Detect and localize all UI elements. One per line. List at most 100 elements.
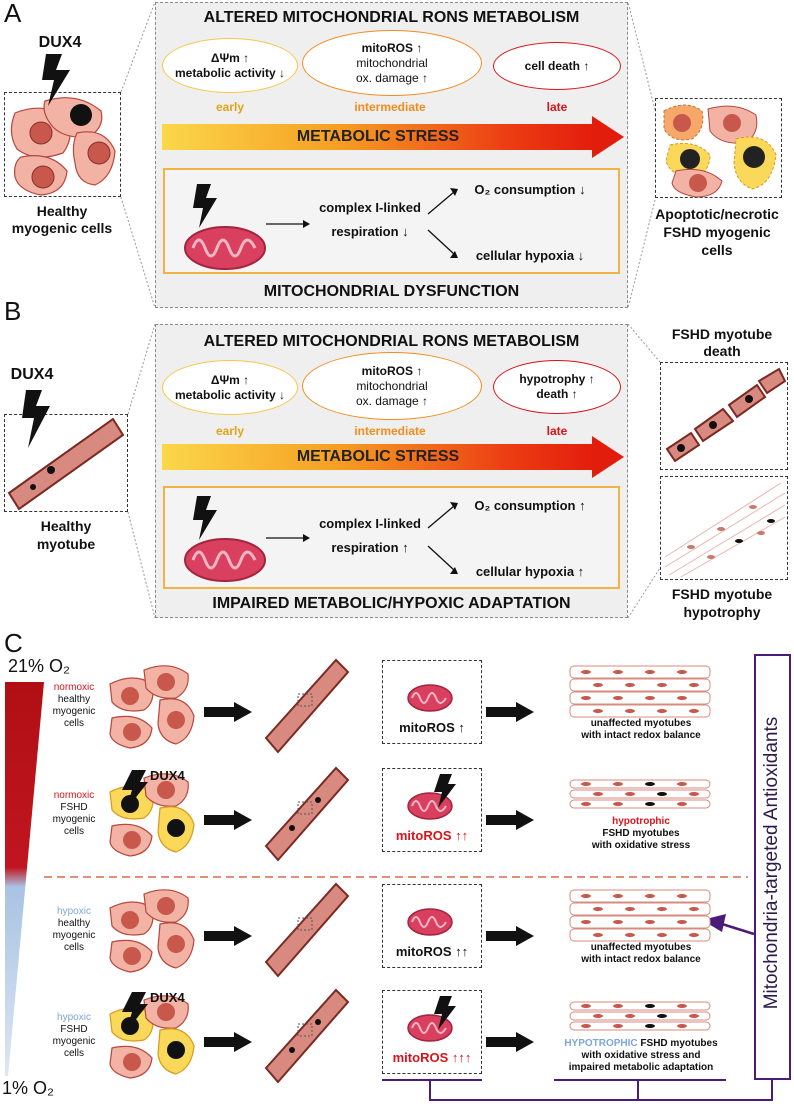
- row-3-outcome-l1: FSHD myotubes: [637, 1038, 718, 1049]
- metabolic-stress-label-a: METABOLIC STRESS: [296, 128, 460, 145]
- row-0-arrow-1: [204, 702, 252, 722]
- row-1-outcome-l1: FSHD myotubes: [602, 828, 680, 839]
- row-2-l3: myogenic: [52, 930, 96, 941]
- early-ellipse-b: ΔΨm ↑ metabolic activity ↓: [162, 360, 298, 415]
- row-1-mitochondrion-icon: [407, 774, 456, 820]
- row-3-l4: cells: [63, 1048, 84, 1059]
- row-3-myotube: [264, 988, 350, 1084]
- row-1-outcome-myotubes: [569, 779, 711, 809]
- ellipse-b2-l2: mitochondrial: [356, 378, 428, 393]
- mitochondrion-icon-b: [184, 496, 266, 582]
- row-0-mitochondrion-icon: [407, 684, 453, 712]
- stage-early-b: early: [215, 424, 245, 438]
- row-0-mitoros: mitoROS ↑: [399, 720, 465, 735]
- stage-intermediate-a: intermediate: [354, 100, 426, 114]
- o2-bottom-label: 1% O₂: [2, 1078, 55, 1098]
- apoptotic-cells-illustration: [663, 104, 777, 198]
- row-0-condition: normoxic: [53, 682, 95, 693]
- row-1-outcome-l2: with oxidative stress: [591, 840, 691, 851]
- panel-b-title: ALTERED MITOCHONDRIAL RONS METABOLISM: [203, 333, 580, 350]
- panel-a-title: ALTERED MITOCHONDRIAL RONS METABOLISM: [203, 9, 580, 26]
- o2-top-label: 21% O₂: [8, 656, 71, 676]
- row-3-outcome-l0: HYPOTROPHIC: [564, 1038, 638, 1049]
- myotube-hypotrophy-label-1: FSHD myotube: [671, 586, 773, 602]
- intermediate-ellipse-a: mitoROS ↑ mitochondrial ox. damage ↑: [302, 30, 482, 96]
- mitochondrion-icon-a: [184, 184, 266, 270]
- connector-lines-a: [120, 1, 656, 309]
- row-1-condition: normoxic: [53, 790, 95, 801]
- dux4-label-b: DUX4: [10, 366, 54, 383]
- ellipse-b1-l1: ΔΨm ↑: [210, 372, 250, 387]
- row-1-mitoros: mitoROS ↑↑: [395, 828, 469, 843]
- row-3-outcome-l3: impaired metabolic adaptation: [568, 1062, 714, 1073]
- row-3-outcome-l2: with oxidative stress and: [581, 1050, 701, 1061]
- healthy-myotube-box: [4, 414, 128, 512]
- row-1-myotube: [264, 766, 350, 862]
- lightning-icon: [122, 770, 148, 810]
- metabolic-stress-arrow-a: METABOLIC STRESS: [162, 116, 624, 158]
- row-2-cells: [109, 889, 195, 973]
- healthy-label-a1: Healthy: [36, 203, 88, 219]
- row-2-l4: cells: [63, 942, 84, 953]
- myotube-death-label-1: FSHD myotube: [671, 326, 773, 342]
- metabolic-stress-label-b: METABOLIC STRESS: [296, 448, 460, 465]
- row-3-cells: [109, 995, 195, 1079]
- row-1-l2: FSHD: [60, 802, 88, 813]
- cellular-hypoxia-a: cellular hypoxia ↓: [475, 248, 585, 263]
- ellipse-a2-l1: mitoROS ↑: [361, 40, 423, 55]
- row-3-arrow-1: [204, 1032, 252, 1052]
- row-2-myotube: [264, 882, 350, 978]
- myotube-death-box: [660, 362, 788, 470]
- row-0-outcome-l1: unaffected myotubes: [590, 718, 692, 729]
- o2-consumption-b: O₂ consumption ↑: [474, 498, 586, 513]
- ellipse-b3-l2: death ↑: [536, 387, 578, 401]
- stage-early-a: early: [215, 100, 245, 114]
- row-0-l4: cells: [63, 718, 84, 729]
- row-2-arrow-1: [204, 926, 252, 946]
- cellular-hypoxia-b: cellular hypoxia ↑: [475, 564, 585, 579]
- myotube-hypotrophy-label-2: hypotrophy: [683, 604, 761, 620]
- row-2-l2: healthy: [57, 918, 91, 929]
- panel-b-letter: B: [4, 296, 22, 326]
- row-3-l2: FSHD: [60, 1024, 88, 1035]
- myotube-death-label-2: death: [703, 343, 741, 359]
- apoptotic-label-2: FSHD myogenic: [663, 224, 771, 240]
- stage-late-a: late: [546, 100, 568, 114]
- oxygen-gradient-wedge: [5, 682, 44, 1076]
- flow-arrows-b: [266, 502, 458, 574]
- o2-consumption-a: O₂ consumption ↓: [474, 182, 586, 197]
- intermediate-ellipse-b: mitoROS ↑ mitochondrial ox. damage ↑: [302, 352, 482, 420]
- row-3-condition: hypoxic: [57, 1012, 91, 1023]
- myotube-hypotrophy-box: [660, 476, 788, 580]
- complex-label-a2: respiration ↓: [331, 224, 409, 239]
- ellipse-a3-l1: cell death ↑: [524, 58, 590, 73]
- row-3-dux4: DUX4: [150, 990, 185, 1005]
- healthy-label-a2: myogenic cells: [11, 220, 113, 236]
- complex-label-b1: complex I-linked: [319, 516, 421, 531]
- ellipse-a1-l2: metabolic activity ↓: [174, 65, 286, 80]
- ellipse-a2-l2: mitochondrial: [356, 55, 428, 70]
- healthy-myotube-illustration: [7, 417, 125, 511]
- complex-label-a1: complex I-linked: [319, 200, 421, 215]
- myotube-hypotrophy-illustration: [664, 482, 786, 578]
- myotube-death-illustration: [665, 367, 787, 463]
- ellipse-b2-l1: mitoROS ↑: [361, 363, 423, 378]
- ellipse-a1-l1: ΔΨm ↑: [210, 50, 250, 65]
- healthy-cells-illustration: [10, 97, 116, 196]
- apoptotic-label-1: Apoptotic/necrotic: [655, 206, 779, 222]
- row-0-l2: healthy: [57, 694, 91, 705]
- healthy-label-b1: Healthy: [40, 518, 92, 534]
- row-1-l4: cells: [63, 826, 84, 837]
- lightning-icon: [22, 390, 50, 448]
- row-2-mitochondrion-icon: [407, 908, 453, 936]
- row-3-arrow-2: [486, 1032, 534, 1052]
- ellipse-b1-l2: metabolic activity ↓: [174, 387, 286, 402]
- row-0-cells: [109, 665, 195, 749]
- row-1-arrow-1: [204, 810, 252, 830]
- lightning-icon: [42, 54, 70, 106]
- row-1-cells: [109, 773, 195, 857]
- row-2-arrow-2: [486, 926, 534, 946]
- row-2-outcome-l2: with intact redox balance: [581, 954, 701, 965]
- row-2-mitoros: mitoROS ↑↑: [395, 944, 469, 959]
